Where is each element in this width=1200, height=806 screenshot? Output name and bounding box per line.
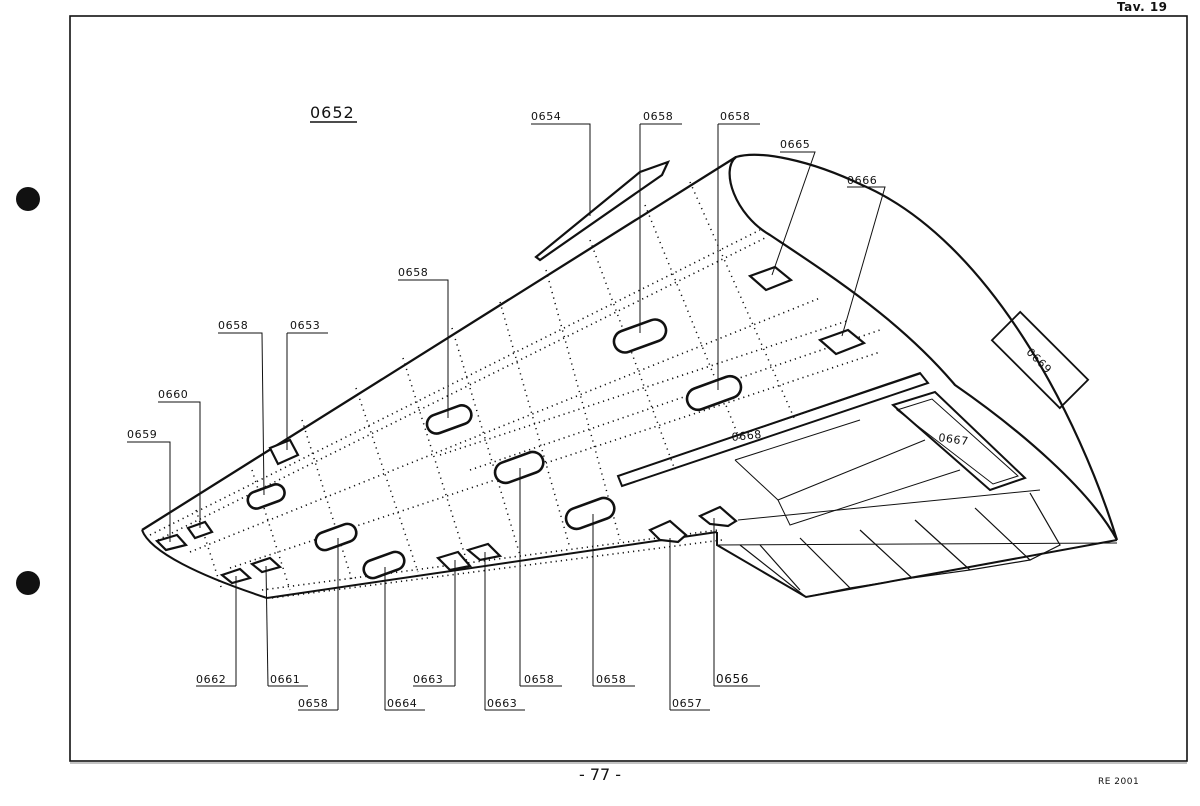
- plate-0666: [817, 328, 867, 356]
- access-panel-outline: [890, 390, 1027, 492]
- label-0659: 0659: [127, 428, 157, 441]
- rivet-line: [439, 319, 851, 456]
- label-0658: 0658: [398, 266, 428, 279]
- punch-hole-top: [16, 187, 40, 211]
- label-0666: 0666: [847, 174, 877, 187]
- label-0665: 0665: [780, 138, 810, 151]
- sheet-frame: [69, 15, 1188, 762]
- small-plates: [154, 265, 867, 585]
- oval-cover: [612, 318, 668, 354]
- leader: [265, 565, 269, 687]
- label-0654: 0654: [531, 110, 561, 123]
- label-0667: 0667: [938, 431, 970, 448]
- leader: [771, 151, 816, 276]
- rivet-line: [271, 539, 723, 599]
- label-0656: 0656: [716, 672, 749, 686]
- rivet-line: [157, 237, 766, 541]
- rib-line: [402, 357, 469, 566]
- assembly-label: 0652: [310, 103, 355, 122]
- flap-rib-lower: [777, 469, 961, 526]
- loose-panel-0669: 0669: [990, 310, 1090, 410]
- rib-line: [499, 301, 571, 549]
- label-0668: 0668: [731, 428, 763, 444]
- plate-0656: [697, 505, 738, 528]
- punch-hole-bottom: [16, 571, 40, 595]
- rivet-line: [149, 229, 761, 536]
- flap-structure: [616, 371, 1061, 598]
- document-code: RE 2001: [1098, 777, 1140, 787]
- leader: [218, 332, 265, 496]
- inspection-covers: [246, 318, 743, 580]
- root-airfoil-section: [728, 153, 1119, 541]
- label-0658: 0658: [643, 110, 673, 123]
- label-0662: 0662: [196, 673, 226, 686]
- flap-truss: [739, 492, 1061, 598]
- oval-cover: [685, 374, 743, 412]
- plate-0660: [186, 520, 214, 540]
- oval-cover: [493, 450, 545, 485]
- rib-line: [545, 269, 621, 541]
- page-number: - 77 -: [578, 765, 622, 784]
- flap-spar-strip: [616, 371, 930, 488]
- rivet-lines-spanwise: [149, 229, 881, 599]
- plate-0663a: [435, 550, 473, 572]
- plate-0663b: [465, 542, 503, 562]
- oval-cover: [564, 496, 616, 531]
- wing-outline: [141, 153, 1119, 599]
- oval-cover: [425, 404, 473, 435]
- label-0669: 0669: [1024, 346, 1055, 377]
- panel-0669-outline: [990, 310, 1090, 410]
- leader: [127, 441, 171, 542]
- flap-rib-top: [734, 419, 861, 461]
- rib-line: [251, 469, 291, 591]
- label-0660: 0660: [158, 388, 188, 401]
- rib-line: [589, 239, 676, 471]
- label-0664: 0664: [387, 697, 417, 710]
- leading-edge-line: [141, 156, 737, 531]
- flap-chord-line: [737, 489, 1041, 521]
- label-0658: 0658: [596, 673, 626, 686]
- label-0663: 0663: [487, 697, 517, 710]
- leader: [158, 401, 201, 528]
- access-panel-inner: [895, 398, 1019, 485]
- rib-line: [355, 387, 419, 573]
- label-0658: 0658: [298, 697, 328, 710]
- plate-0653: [268, 438, 300, 466]
- leader-lines: [127, 123, 886, 710]
- rib-line: [301, 419, 353, 581]
- rivet-line: [261, 529, 719, 591]
- leader: [398, 279, 449, 418]
- label-0657: 0657: [672, 697, 702, 710]
- fairing-strip-0654: [534, 160, 671, 262]
- rib-line: [451, 327, 521, 556]
- oval-cover: [362, 550, 406, 580]
- flap-hinge-line: [716, 542, 1118, 546]
- label-underlines: [196, 121, 815, 711]
- label-0658: 0658: [524, 673, 554, 686]
- rib-line: [689, 181, 796, 421]
- label-0658: 0658: [720, 110, 750, 123]
- trailing-edge-outer: [266, 531, 718, 599]
- label-0658: 0658: [218, 319, 248, 332]
- leader: [841, 186, 886, 337]
- plate-0657: [648, 519, 688, 544]
- label-0653: 0653: [290, 319, 320, 332]
- wing-tip-edge: [141, 529, 268, 599]
- label-0663: 0663: [413, 673, 443, 686]
- flap-trailing-edge: [716, 532, 1118, 599]
- leader: [531, 123, 591, 216]
- truss-member: [759, 544, 801, 591]
- label-0661: 0661: [270, 673, 300, 686]
- plate-number: Tav. 19: [1117, 0, 1168, 14]
- plate-0661: [249, 556, 283, 574]
- oval-cover: [246, 483, 286, 510]
- oval-cover: [314, 522, 358, 552]
- plate-0659: [154, 533, 189, 552]
- rivet-line: [469, 329, 881, 471]
- plate-0665: [747, 265, 794, 292]
